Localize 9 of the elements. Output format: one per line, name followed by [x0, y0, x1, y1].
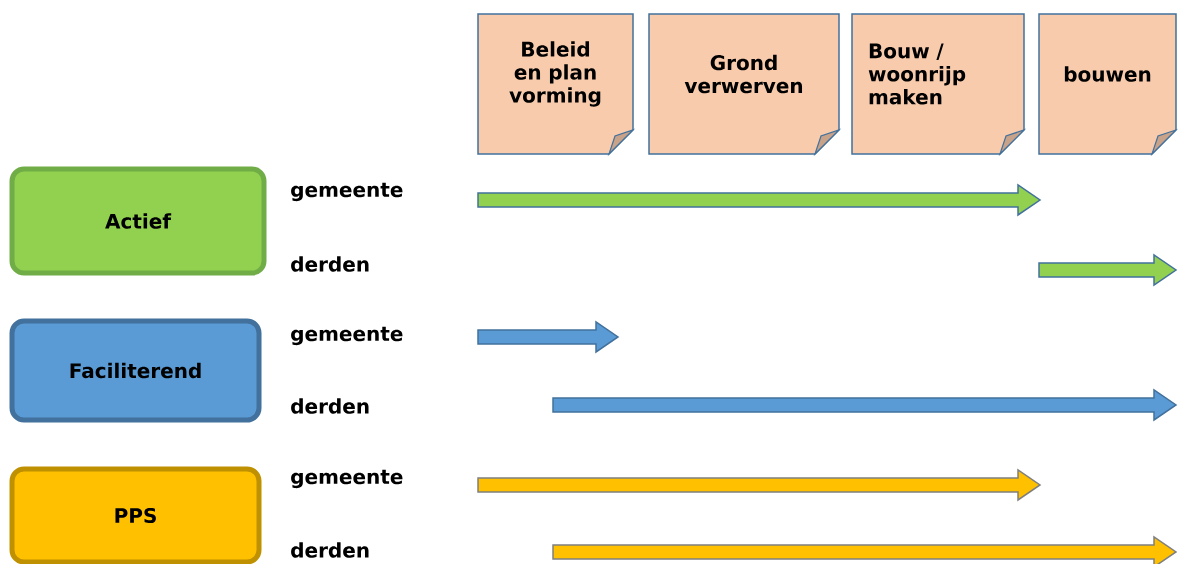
category-box: PPS [9, 466, 262, 564]
row-label: derden [291, 542, 369, 558]
row-label: gemeente [291, 182, 403, 202]
row-label: gemeente [291, 469, 403, 489]
row-label: gemeente [291, 326, 403, 346]
row-label: derden [291, 256, 369, 272]
row-label: derden [291, 398, 369, 414]
category-box: Actief [9, 166, 267, 276]
category-box: Faciliterend [9, 318, 262, 423]
